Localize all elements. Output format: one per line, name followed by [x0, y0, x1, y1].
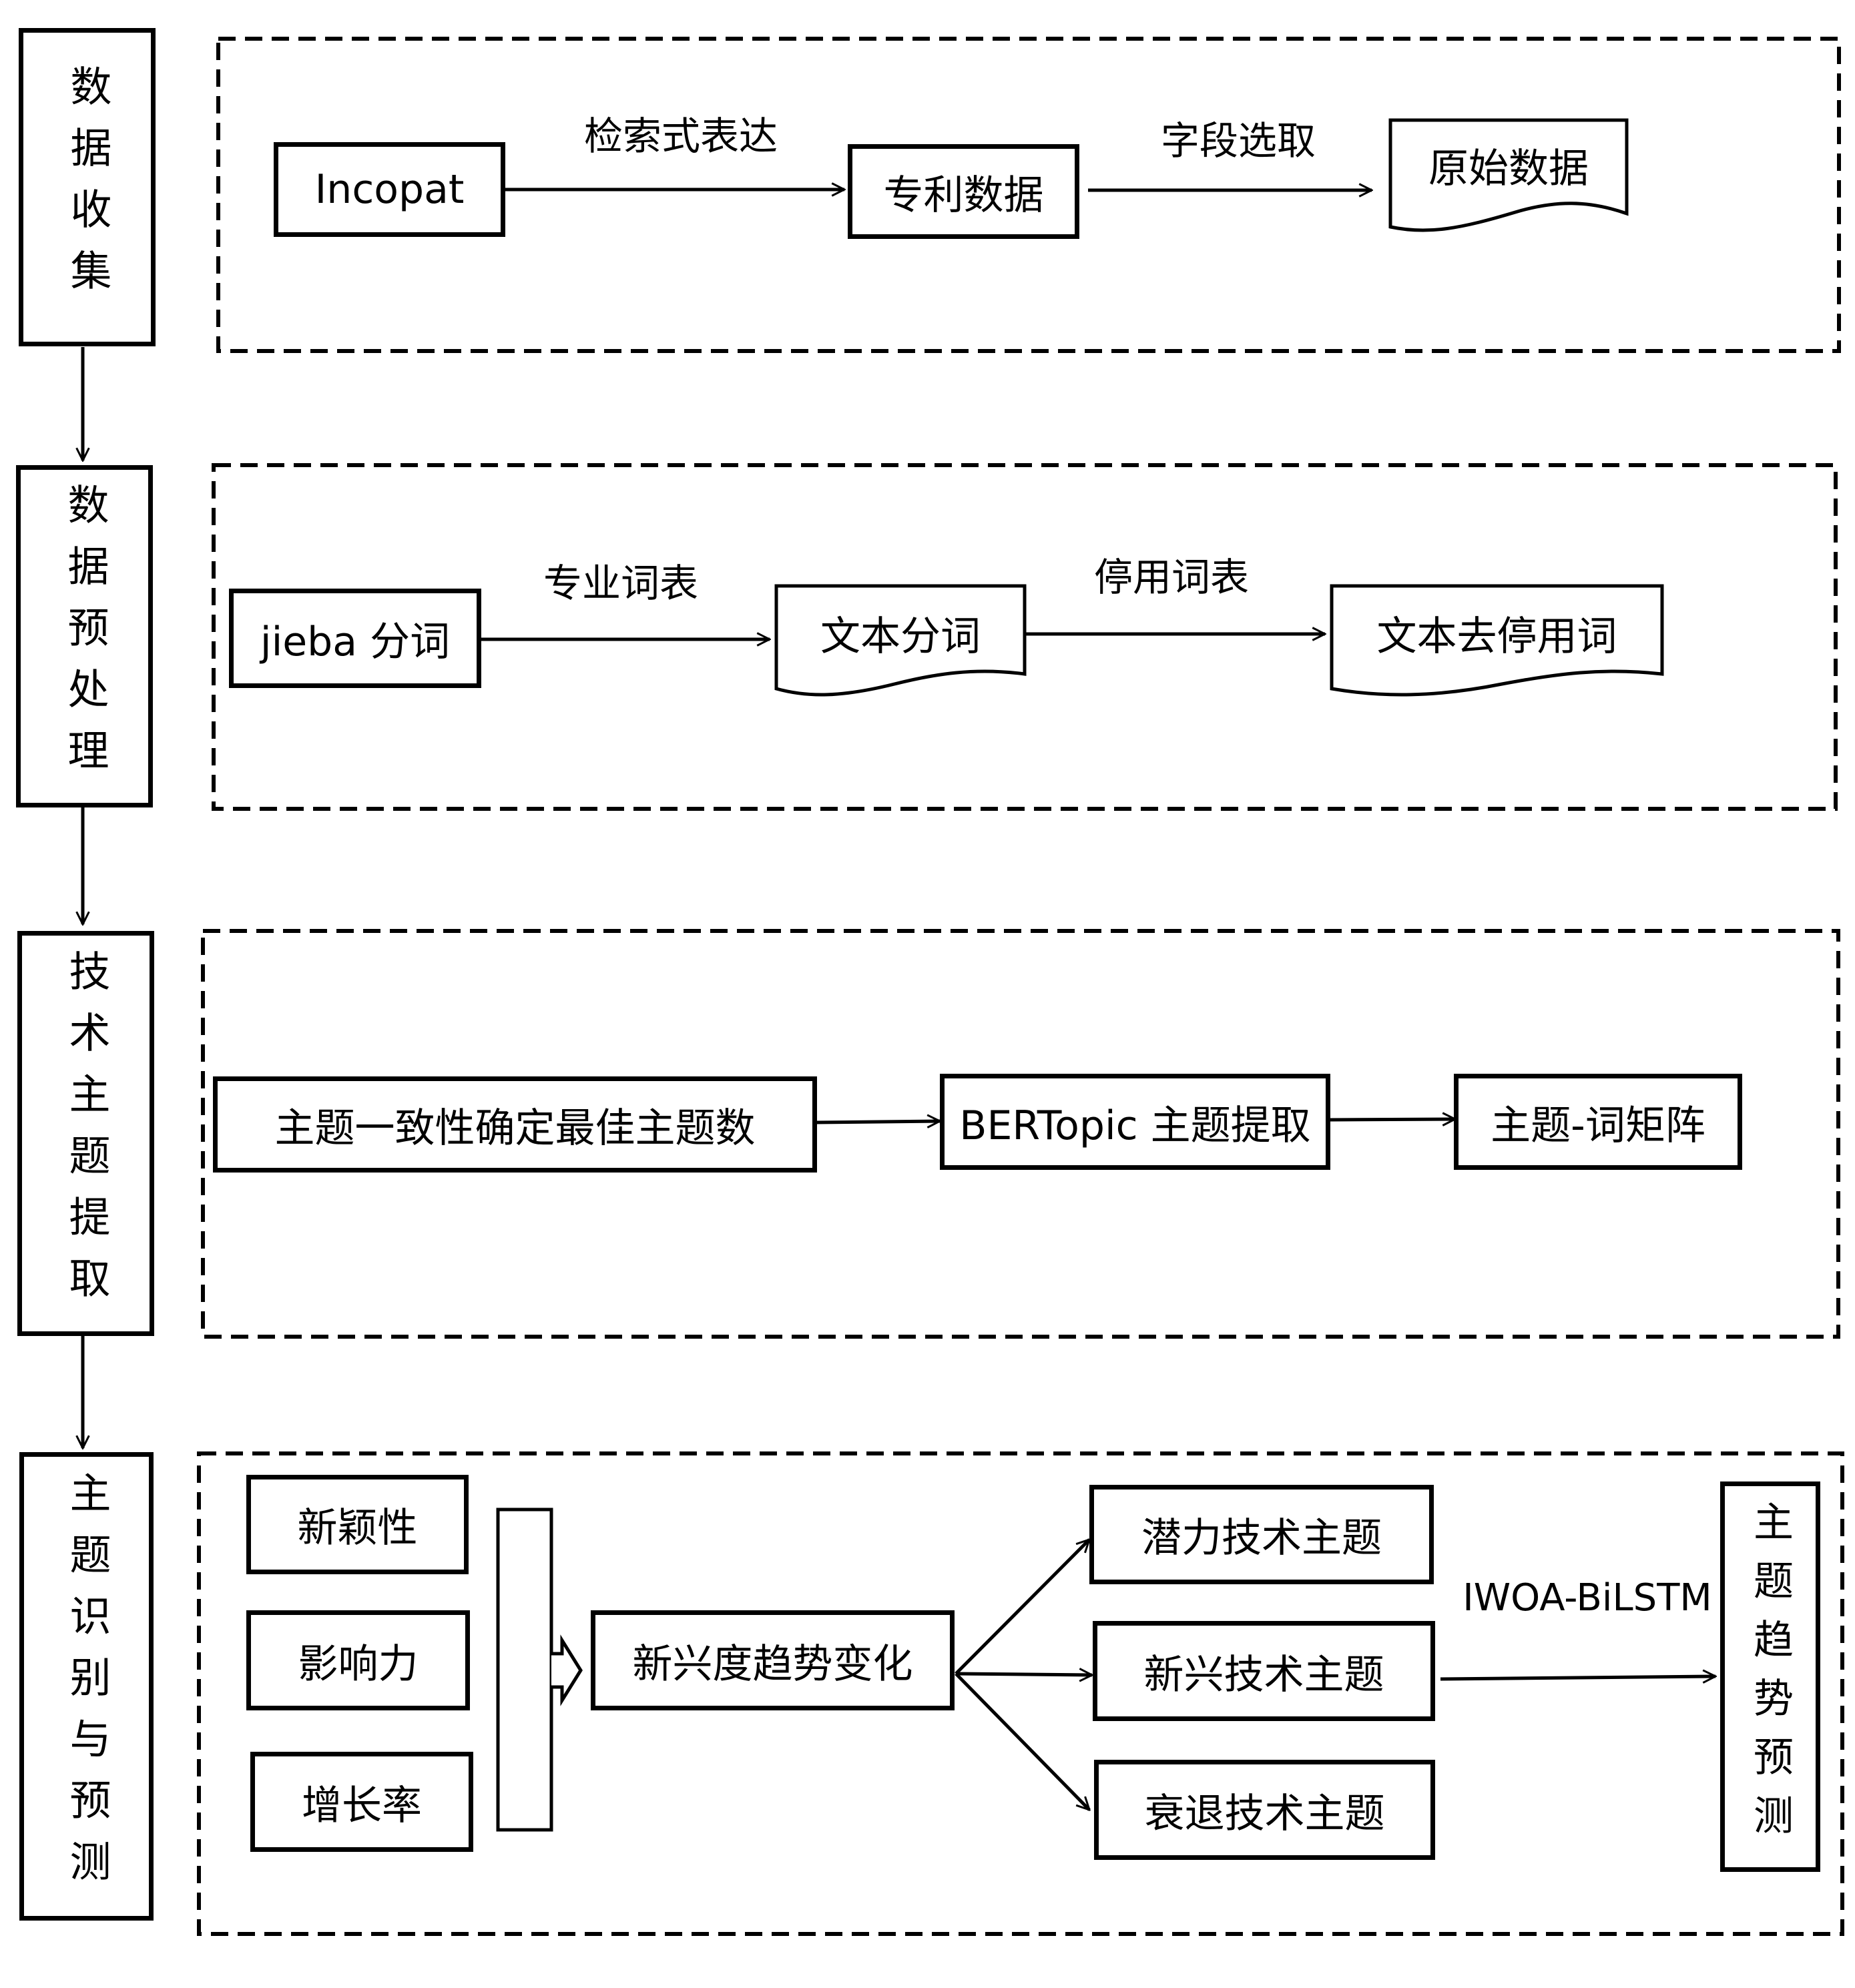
emergence-trend-label: 新兴度趋势变化	[632, 1640, 913, 1688]
topic-word-matrix-box: 主题-词矩阵	[1454, 1074, 1742, 1170]
trend-prediction-label: 主题趋势预测	[1746, 1500, 1794, 1853]
bertopic-label: BERTopic 主题提取	[959, 1102, 1311, 1149]
bertopic-box: BERTopic 主题提取	[940, 1074, 1330, 1170]
raw-data-doc-shape	[1388, 118, 1629, 232]
trend-prediction-box: 主题趋势预测	[1720, 1481, 1820, 1872]
stage-label-identify-predict: 主题识别与预测	[62, 1471, 111, 1901]
metric-novelty-label: 新颖性	[297, 1505, 418, 1552]
stage-box-preprocess: 数据预处理	[16, 465, 153, 807]
stage-box-collect: 数据收集	[19, 28, 156, 346]
emerging-topic-box: 新兴技术主题	[1093, 1621, 1435, 1721]
metric-influence-box: 影响力	[246, 1610, 470, 1710]
stage-label-preprocess: 数据预处理	[60, 482, 109, 790]
arrow-bertopic-to-matrix	[1329, 1119, 1455, 1120]
declining-topic-label: 衰退技术主题	[1144, 1790, 1385, 1837]
jieba-box: jieba 分词	[229, 589, 481, 688]
stage-box-topic-extract: 技术主题提取	[17, 931, 154, 1336]
group-frame-collect	[216, 37, 1841, 353]
topic-word-matrix-label: 主题-词矩阵	[1491, 1102, 1705, 1149]
metric-influence-label: 影响力	[298, 1640, 419, 1688]
group-frame-preprocess	[212, 463, 1838, 811]
edge-label-field-selection: 字段选取	[1160, 118, 1316, 163]
coherence-label: 主题一致性确定最佳主题数	[274, 1104, 756, 1152]
patent-data-box: 专利数据	[848, 144, 1079, 239]
group-frame-topic-extract	[201, 929, 1840, 1339]
block-arrow-to-trend	[551, 1634, 583, 1706]
arrow-trend-to-emerging	[955, 1674, 1092, 1675]
emerging-topic-label: 新兴技术主题	[1143, 1651, 1384, 1698]
potential-topic-box: 潜力技术主题	[1089, 1485, 1434, 1584]
edge-label-search-expression: 检索式表达	[583, 113, 778, 159]
declining-topic-box: 衰退技术主题	[1094, 1760, 1435, 1860]
edge-label-domain-dictionary: 专业词表	[543, 561, 698, 606]
arrow-trend-to-declining	[955, 1672, 1089, 1810]
stopword-removed-label: 文本去停用词	[1376, 613, 1617, 660]
incopat-box: Incopat	[274, 142, 505, 237]
coherence-box: 主题一致性确定最佳主题数	[213, 1076, 817, 1173]
raw-data-label: 原始数据	[1428, 145, 1589, 192]
stage-label-topic-extract: 技术主题提取	[61, 949, 111, 1318]
edge-label-stopword-list: 停用词表	[1093, 555, 1249, 600]
arrow-emerging-to-prediction	[1440, 1676, 1715, 1679]
metric-growth-box: 增长率	[250, 1752, 473, 1852]
model-label-iwoa-bilstm: IWOA-BiLSTM	[1463, 1576, 1712, 1620]
patent-data-label: 专利数据	[883, 172, 1044, 219]
group-frame-identify-predict	[197, 1451, 1844, 1936]
incopat-label: Incopat	[314, 166, 465, 213]
stage-label-collect: 数据收集	[63, 64, 112, 310]
metric-growth-label: 增长率	[302, 1782, 422, 1829]
stage-box-identify-predict: 主题识别与预测	[19, 1452, 154, 1921]
arrow-trend-to-potential	[955, 1540, 1089, 1675]
aggregation-bar	[496, 1508, 553, 1832]
emergence-trend-box: 新兴度趋势变化	[591, 1610, 955, 1710]
arrow-coherence-to-bertopic	[815, 1121, 940, 1122]
jieba-label: jieba 分词	[260, 619, 451, 665]
stopword-doc-shape	[1330, 584, 1664, 697]
metric-novelty-box: 新颖性	[246, 1475, 469, 1574]
potential-topic-label: 潜力技术主题	[1141, 1515, 1382, 1562]
tokenized-doc-shape	[774, 584, 1027, 697]
tokenized-label: 文本分词	[820, 613, 981, 660]
